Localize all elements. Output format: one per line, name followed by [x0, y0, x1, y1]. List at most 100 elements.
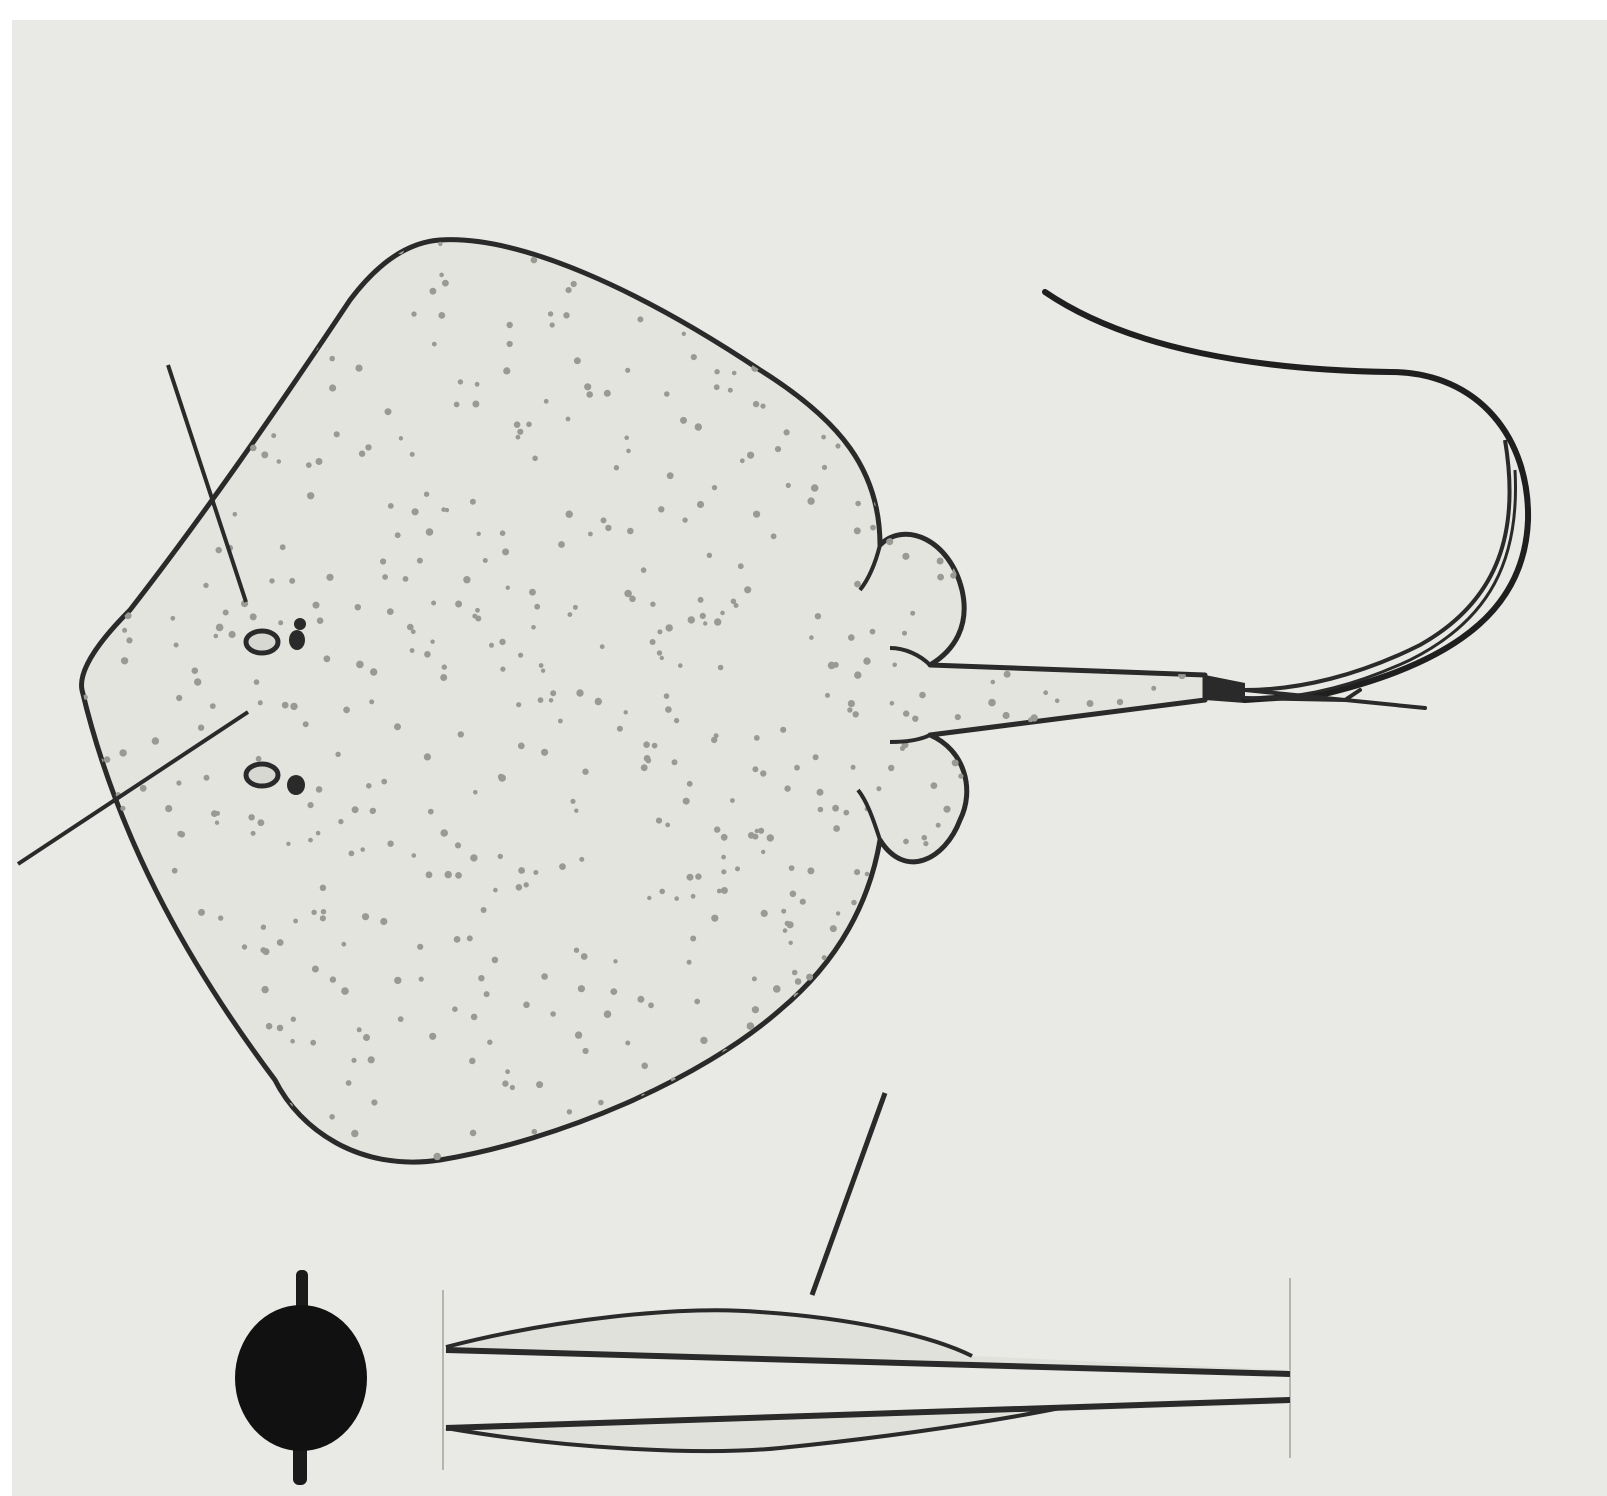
stipple-dot [625, 368, 630, 373]
stipple-dot [575, 1031, 582, 1038]
stipple-dot [809, 635, 814, 640]
stipple-dot [370, 808, 376, 814]
stipple-dot [313, 602, 320, 609]
stipple-dot [626, 449, 631, 454]
stipple-dot [937, 558, 944, 565]
stipple-dot [813, 754, 819, 760]
stipple-dot [356, 661, 364, 669]
stipple-dot [321, 909, 326, 914]
stipple-dot [783, 928, 788, 933]
stipple-dot [311, 910, 316, 915]
stipple-dot [691, 894, 696, 899]
stipple-dot [541, 669, 545, 673]
stipple-dot [277, 1025, 284, 1032]
stipple-dot [454, 402, 460, 408]
stipple-dot [848, 700, 855, 707]
stipple-dot [848, 634, 855, 641]
stipple-dot [958, 774, 963, 779]
stipple-dot [538, 697, 544, 703]
stipple-dot [549, 698, 554, 703]
stipple-dot [627, 528, 634, 535]
stipple-dot [539, 663, 544, 668]
stipple-dot [714, 733, 719, 738]
stipple-dot [568, 612, 573, 617]
stipple-dot [943, 806, 950, 813]
stipple-dot [784, 429, 790, 435]
stipple-dot [664, 391, 670, 397]
stipple-dot [789, 865, 795, 871]
stipple-dot [210, 703, 216, 709]
stipple-dot [695, 423, 702, 430]
stipple-dot [341, 987, 349, 995]
stipple-dot [786, 483, 791, 488]
stipple-dot [203, 583, 208, 588]
stipple-dot [215, 811, 220, 816]
stipple-dot [760, 770, 766, 776]
stipple-dot [703, 621, 707, 625]
stipple-dot [223, 610, 229, 616]
stipple-dot [533, 870, 538, 875]
stipple-dot [700, 1037, 707, 1044]
stipple-dot [714, 384, 720, 390]
stipple-dot [888, 765, 894, 771]
stipple-dot [481, 907, 487, 913]
stipple-dot [919, 692, 926, 699]
stipple-dot [790, 891, 797, 898]
stipple-dot [316, 458, 323, 465]
stipple-dot [271, 433, 276, 438]
stipple-dot [370, 668, 377, 675]
stipple-dot [306, 462, 312, 468]
stipple-dot [536, 1081, 543, 1088]
stipple-dot [1043, 690, 1048, 695]
stipple-dot [516, 702, 521, 707]
stipple-dot [605, 525, 611, 531]
stipple-dot [326, 574, 333, 581]
stipple-dot [329, 1114, 335, 1120]
stipple-dot [198, 725, 204, 731]
stipple-dot [412, 853, 417, 858]
stipple-dot [657, 629, 662, 634]
stipple-dot [477, 532, 481, 536]
stipple-dot [573, 605, 578, 610]
stipple-dot [119, 749, 126, 756]
stipple-dot [695, 873, 701, 879]
stipple-dot [910, 611, 915, 616]
stipple-dot [576, 689, 583, 696]
stipple-dot [483, 558, 488, 563]
stipple-dot [440, 674, 447, 681]
stipple-dot [516, 884, 523, 891]
stipple-dot [752, 1006, 759, 1013]
stipple-dot [250, 613, 257, 620]
stipple-dot [280, 544, 286, 550]
stipple-dot [660, 656, 664, 660]
stipple-dot [833, 825, 840, 832]
stipple-dot [792, 970, 798, 976]
stipple-dot [419, 977, 424, 982]
stipple-dot [343, 707, 350, 714]
stipple-dot [277, 939, 284, 946]
stipple-dot [601, 517, 607, 523]
stipple-dot [424, 753, 431, 760]
stipple-dot [752, 766, 758, 772]
stipple-dot [329, 384, 336, 391]
stipple-dot [625, 1041, 630, 1046]
stipple-dot [360, 847, 365, 852]
stipple-dot [735, 866, 740, 871]
stipple-dot [892, 663, 897, 668]
stipple-dot [388, 503, 394, 509]
stipple-dot [472, 614, 477, 619]
stipple-dot [721, 869, 726, 874]
stipple-dot [854, 671, 861, 678]
stipple-dot [728, 388, 733, 393]
stipple-dot [828, 662, 836, 670]
stipple-dot [550, 1011, 556, 1017]
stipple-dot [656, 818, 662, 824]
stipple-dot [697, 501, 704, 508]
stipple-dot [853, 711, 859, 717]
stipple-dot [843, 810, 849, 816]
stipple-dot [531, 257, 538, 264]
stipple-dot [516, 435, 521, 440]
stipple-dot [216, 624, 224, 632]
stipple-dot [1151, 686, 1156, 691]
stipple-dot [730, 798, 735, 803]
